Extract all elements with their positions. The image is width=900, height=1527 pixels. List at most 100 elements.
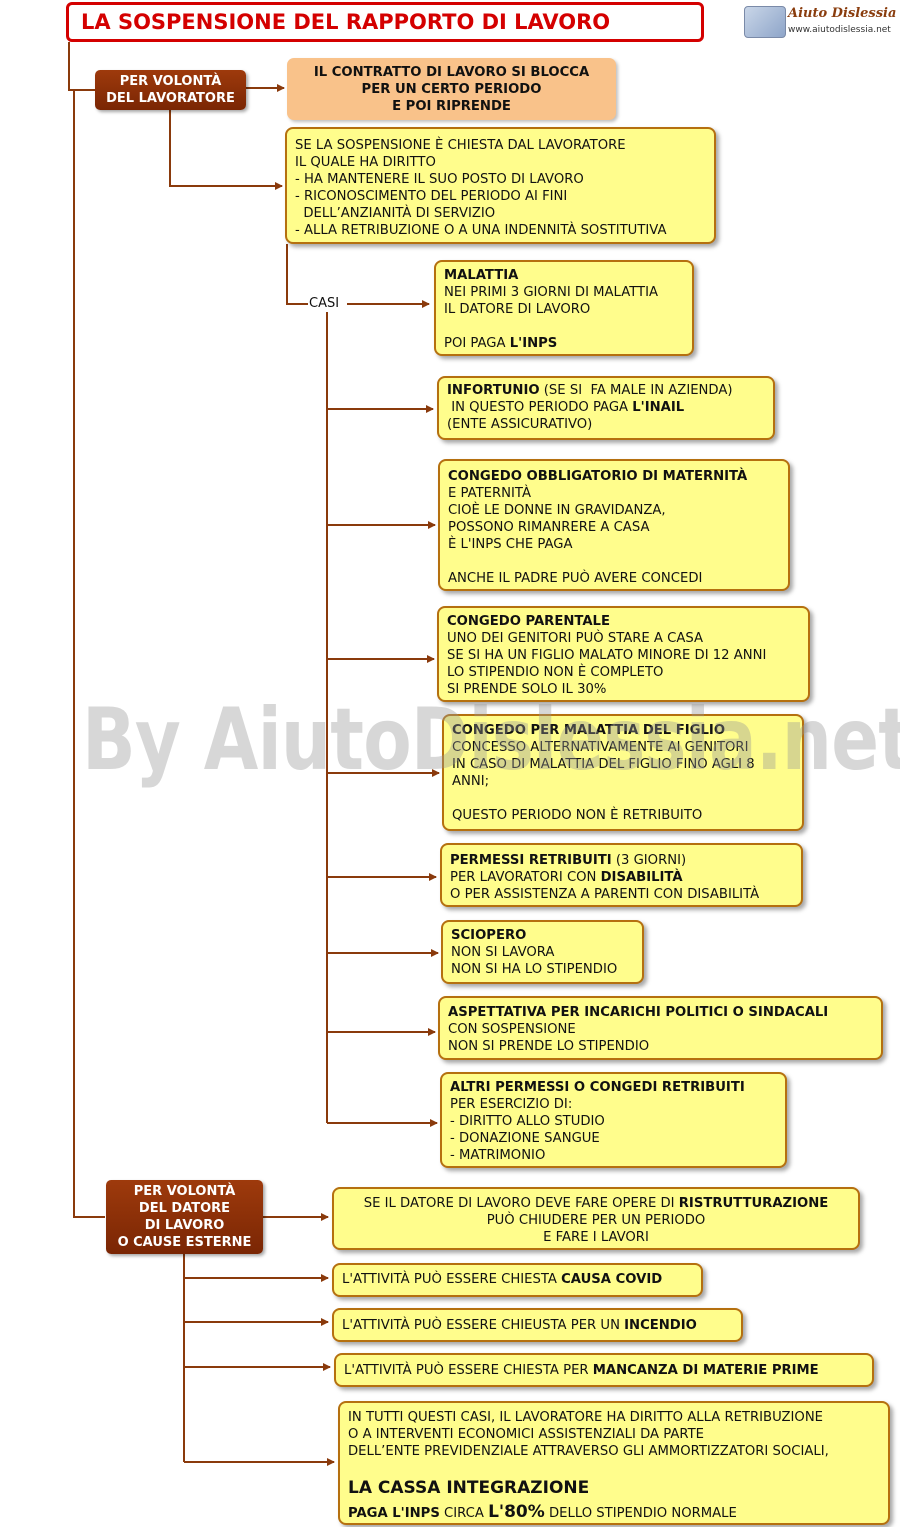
box-line: POI PAGA L'INPS: [444, 335, 684, 352]
employer-covid-box: L'ATTIVITÀ PUÒ ESSERE CHIESTA CAUSA COVI…: [332, 1263, 703, 1297]
box-line: PAGA L'INPS CIRCA L'80% DELLO STIPENDIO …: [348, 1501, 880, 1525]
box-line: ALTRI PERMESSI O CONGEDI RETRIBUITI: [450, 1079, 777, 1096]
box-line: SI PRENDE SOLO IL 30%: [447, 681, 800, 698]
bold-text: INCENDIO: [624, 1318, 697, 1333]
case-sciopero-box: SCIOPERO NON SI LAVORA NON SI HA LO STIPEN…: [441, 920, 644, 984]
worker-label-line: DEL LAVORATORE: [106, 91, 235, 106]
bold-text: CONGEDO PER MALATTIA DEL FIGLIO: [452, 723, 726, 738]
box-text: E PATERNITÀ: [448, 486, 531, 501]
case-aspettativa-box: ASPETTATIVA PER INCARICHI POLITICI O SIN…: [438, 996, 883, 1060]
box-line: CON SOSPENSIONE: [448, 1021, 873, 1038]
contract-line: E POI RIPRENDE: [392, 99, 511, 114]
rights-line: - ALLA RETRIBUZIONE O A UNA INDENNITÀ SO…: [295, 223, 667, 238]
box-line: [348, 1460, 880, 1477]
box-text: NON SI LAVORA: [451, 945, 555, 960]
box-text: IN TUTTI QUESTI CASI, IL LAVORATORE HA D…: [348, 1410, 824, 1425]
bold-text: DISABILITÀ: [600, 870, 683, 885]
box-text: - MATRIMONIO: [450, 1148, 546, 1163]
bold-text: L'INPS: [509, 336, 558, 351]
box-text: SE IL DATORE DI LAVORO DEVE FARE OPERE D…: [363, 1196, 679, 1211]
box-line: IL DATORE DI LAVORO: [444, 301, 684, 318]
box-text: O A INTERVENTI ECONOMICI ASSISTENZIALI D…: [348, 1427, 704, 1442]
box-line: IN CASO DI MALATTIA DEL FIGLIO FINO AGLI…: [452, 756, 794, 773]
bold-text: INFORTUNIO: [447, 383, 540, 398]
box-text: CIRCA: [439, 1506, 489, 1521]
bold-text: PERMESSI RETRIBUITI: [450, 853, 612, 868]
box-line: O A INTERVENTI ECONOMICI ASSISTENZIALI D…: [348, 1426, 880, 1443]
bold-text: CONGEDO OBBLIGATORIO DI MATERNITÀ: [448, 469, 748, 484]
box-line: - DIRITTO ALLO STUDIO: [450, 1113, 777, 1130]
box-text: DELLO STIPENDIO NORMALE: [544, 1506, 737, 1521]
bold-text: MALATTIA: [444, 268, 519, 283]
case-malattia-figlio-box: CONGEDO PER MALATTIA DEL FIGLIO CONCESSO …: [442, 714, 804, 831]
employer-cassa-integrazione-box: IN TUTTI QUESTI CASI, IL LAVORATORE HA D…: [338, 1401, 890, 1525]
box-line: E FARE I LAVORI: [342, 1229, 850, 1246]
box-line: SCIOPERO: [451, 927, 634, 944]
box-line: CONGEDO PER MALATTIA DEL FIGLIO: [452, 722, 794, 739]
box-line: MALATTIA: [444, 267, 684, 284]
box-text: L'ATTIVITÀ PUÒ ESSERE CHIEUSTA PER UN: [342, 1318, 625, 1333]
bold-text: ASPETTATIVA PER INCARICHI POLITICI O SIN…: [448, 1005, 829, 1020]
logo-url: www.aiutodislessia.net: [788, 25, 891, 35]
case-permessi-box: PERMESSI RETRIBUITI (3 GIORNI) PER LAVORA…: [440, 843, 803, 907]
box-line: INFORTUNIO (SE SI FA MALE IN AZIENDA): [447, 382, 765, 399]
box-line: NON SI LAVORA: [451, 944, 634, 961]
box-text: PER ESERCIZIO DI:: [450, 1097, 573, 1112]
box-line: O PER ASSISTENZA A PARENTI CON DISABILIT…: [450, 886, 793, 903]
box-line: LA CASSA INTEGRAZIONE: [348, 1477, 880, 1501]
box-line: LO STIPENDIO NON È COMPLETO: [447, 664, 800, 681]
box-line: (ENTE ASSICURATIVO): [447, 416, 765, 433]
box-text: CIOÈ LE DONNE IN GRAVIDANZA,: [448, 503, 666, 518]
box-text: IN QUESTO PERIODO PAGA: [447, 400, 633, 415]
bold-text: LA CASSA INTEGRAZIONE: [348, 1478, 590, 1498]
employer-label-line: O CAUSE ESTERNE: [117, 1235, 252, 1250]
rights-line: IL QUALE HA DIRITTO: [295, 155, 436, 170]
employer-ristrutturazione-box: SE IL DATORE DI LAVORO DEVE FARE OPERE D…: [332, 1187, 860, 1250]
bold-text: PAGA L'INPS: [348, 1506, 440, 1521]
box-line: CONGEDO PARENTALE: [447, 613, 800, 630]
bold-text: SCIOPERO: [451, 928, 527, 943]
box-text: PER LAVORATORI CON: [450, 870, 601, 885]
box-text: (SE SI FA MALE IN AZIENDA): [539, 383, 733, 398]
worker-label-line: PER VOLONTÀ: [119, 74, 222, 89]
rights-line: SE LA SOSPENSIONE È CHIESTA DAL LAVORATO…: [295, 138, 626, 153]
box-line: PUÒ CHIUDERE PER UN PERIODO: [342, 1212, 850, 1229]
box-text: CONCESSO ALTERNATIVAMENTE AI GENITORI: [452, 740, 749, 755]
box-text: PUÒ CHIUDERE PER UN PERIODO: [486, 1213, 706, 1228]
employer-will-box: PER VOLONTÀ DEL DATORE DI LAVORO O CAUSE…: [106, 1180, 263, 1254]
box-line: [448, 553, 780, 570]
box-line: CIOÈ LE DONNE IN GRAVIDANZA,: [448, 502, 780, 519]
box-text: (ENTE ASSICURATIVO): [447, 417, 593, 432]
box-text: (3 GIORNI): [611, 853, 687, 868]
bold-text: L'INAIL: [632, 400, 685, 415]
box-line: L'ATTIVITÀ PUÒ ESSERE CHIESTA CAUSA COVI…: [342, 1271, 693, 1288]
box-text: ANCHE IL PADRE PUÒ AVERE CONCEDI: [448, 571, 703, 586]
case-infortunio-box: INFORTUNIO (SE SI FA MALE IN AZIENDA) IN…: [437, 376, 775, 440]
aiuto-dislessia-logo: Aiuto Dislessia www.aiutodislessia.net: [744, 6, 896, 40]
box-text: NON SI HA LO STIPENDIO: [451, 962, 618, 977]
contract-line: PER UN CERTO PERIODO: [361, 82, 542, 97]
box-text: O PER ASSISTENZA A PARENTI CON DISABILIT…: [450, 887, 760, 902]
employer-label-line: DI LAVORO: [144, 1218, 225, 1233]
box-text: - DONAZIONE SANGUE: [450, 1131, 600, 1146]
bold-text: CAUSA COVID: [561, 1272, 663, 1287]
box-line: IN QUESTO PERIODO PAGA L'INAIL: [447, 399, 765, 416]
box-line: CONGEDO OBBLIGATORIO DI MATERNITÀ: [448, 468, 780, 485]
trunk-to-worker: [68, 42, 95, 91]
box-line: ASPETTATIVA PER INCARICHI POLITICI O SIN…: [448, 1004, 873, 1021]
box-line: ANNI;: [452, 773, 794, 790]
box-line: ANCHE IL PADRE PUÒ AVERE CONCEDI: [448, 570, 780, 587]
box-text: IN CASO DI MALATTIA DEL FIGLIO FINO AGLI…: [452, 757, 755, 772]
cases-label: CASI: [309, 296, 340, 311]
box-text: UNO DEI GENITORI PUÒ STARE A CASA: [447, 631, 704, 646]
box-line: [452, 790, 794, 807]
box-line: - DONAZIONE SANGUE: [450, 1130, 777, 1147]
employer-incendio-box: L'ATTIVITÀ PUÒ ESSERE CHIEUSTA PER UN IN…: [332, 1308, 743, 1342]
box-line: - MATRIMONIO: [450, 1147, 777, 1164]
box-line: DELL’ENTE PREVIDENZIALE ATTRAVERSO GLI A…: [348, 1443, 880, 1460]
box-line: SE SI HA UN FIGLIO MALATO MINORE DI 12 A…: [447, 647, 800, 664]
box-text: POI PAGA: [444, 336, 510, 351]
